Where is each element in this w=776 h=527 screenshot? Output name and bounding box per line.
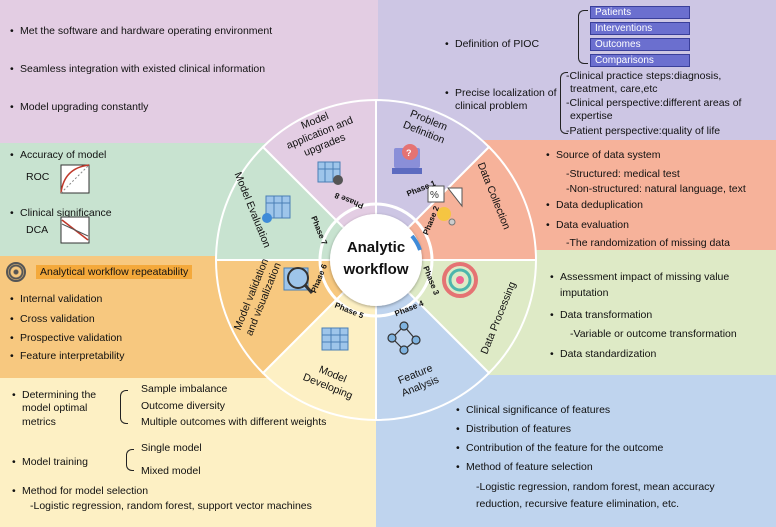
roc-curve-icon (60, 164, 90, 194)
training-label: Model training (12, 456, 88, 469)
metrics-label-3: metrics (22, 416, 56, 428)
app-item-3: Model upgrading constantly (10, 101, 148, 114)
target-icon (6, 262, 26, 282)
selection-label: Method for model selection (12, 485, 148, 498)
pioc-comparisons: Comparisons (590, 54, 690, 67)
training-item-1: Single model (141, 442, 202, 454)
sector-phase4 (375, 257, 491, 422)
training-brace (126, 449, 134, 471)
validation-item-1: Internal validation (10, 293, 102, 306)
model-validation-icon (283, 267, 314, 294)
collection-nonstructured: -Non-structured: natural language, text (566, 183, 746, 195)
collection-randomization: -The randomization of missing data (566, 237, 730, 249)
app-item-1: Met the software and hardware operating … (10, 25, 272, 38)
feature-method-sub-1: -Logistic regression, random forest, mea… (476, 481, 715, 493)
eval-dca-label: DCA (26, 224, 49, 236)
sector-phase6 (214, 259, 379, 375)
dca-curve-icon (60, 216, 90, 244)
sector-phase2 (373, 145, 538, 261)
feature-method-sub-2: reduction, recursive feature elimination… (476, 498, 680, 510)
localization-item-4: expertise (570, 110, 613, 122)
metrics-item-1: Sample imbalance (141, 383, 228, 395)
model-application-icon (317, 161, 343, 185)
metrics-item-2: Outcome diversity (141, 400, 226, 412)
localization-item-3: -Clinical perspective:different areas of (566, 97, 742, 109)
localization-label-1: Precise localization of (445, 87, 557, 100)
data-processing-icon (442, 262, 478, 298)
svg-text:?: ? (406, 148, 412, 158)
sector-phase7 (214, 145, 379, 261)
metrics-label-1: Determining the (12, 389, 96, 402)
sector-phase3 (373, 259, 538, 375)
localization-brace (560, 72, 568, 134)
processing-standardization: Data standardization (550, 348, 656, 361)
model-developing-icon (321, 327, 349, 351)
data-collection-icon: % (427, 185, 463, 226)
eval-accuracy: Accuracy of model (10, 149, 106, 162)
sector-phase1 (375, 98, 491, 263)
selection-sub: -Logistic regression, random forest, sup… (30, 500, 312, 512)
training-item-2: Mixed model (141, 465, 201, 477)
processing-impact-1: Assessment impact of missing value (550, 271, 729, 284)
repeatability-badge: Analytical workflow repeatability (36, 265, 193, 279)
collection-structured: -Structured: medical test (566, 168, 680, 180)
pioc-outcomes: Outcomes (590, 38, 690, 51)
processing-impact-2: imputation (560, 287, 609, 299)
pioc-label: Definition of PIOC (445, 38, 539, 51)
validation-item-4: Feature interpretability (10, 350, 125, 363)
metrics-brace (120, 390, 128, 424)
feature-item-4: Method of feature selection (456, 461, 593, 474)
collection-evaluation: Data evaluation (546, 219, 629, 232)
metrics-item-3: Multiple outcomes with different weights (141, 416, 327, 428)
validation-item-3: Prospective validation (10, 332, 122, 345)
problem-definition-icon: ? (392, 144, 422, 174)
eval-clinical: Clinical significance (10, 207, 112, 220)
feature-analysis-icon (387, 321, 421, 355)
sector-phase5 (261, 257, 377, 422)
center-title-line1: Analytic (346, 239, 406, 256)
collection-dedup: Data deduplication (546, 199, 643, 212)
eval-roc-label: ROC (26, 171, 50, 183)
validation-item-2: Cross validation (10, 313, 95, 326)
localization-item-1: -Clinical practice steps:diagnosis, (566, 70, 722, 82)
model-evaluation-icon (262, 195, 291, 223)
pioc-brace (578, 10, 588, 64)
pioc-interventions: Interventions (590, 22, 690, 35)
localization-item-2: treatment, care,etc (570, 83, 658, 95)
processing-transformation-sub: -Variable or outcome transformation (570, 328, 737, 340)
processing-transformation: Data transformation (550, 309, 652, 322)
collection-source: Source of data system (546, 149, 661, 162)
feature-item-1: Clinical significance of features (456, 404, 610, 417)
metrics-label-2: model optimal (22, 402, 88, 414)
svg-text:%: % (430, 190, 439, 201)
center-title-line2: workflow (343, 261, 409, 278)
app-item-2: Seamless integration with existed clinic… (10, 63, 265, 76)
feature-item-3: Contribution of the feature for the outc… (456, 442, 663, 455)
localization-label-2: clinical problem (455, 100, 528, 112)
feature-item-2: Distribution of features (456, 423, 571, 436)
localization-item-5: -Patient perspective:quality of life (566, 125, 721, 137)
pioc-patients: Patients (590, 6, 690, 19)
